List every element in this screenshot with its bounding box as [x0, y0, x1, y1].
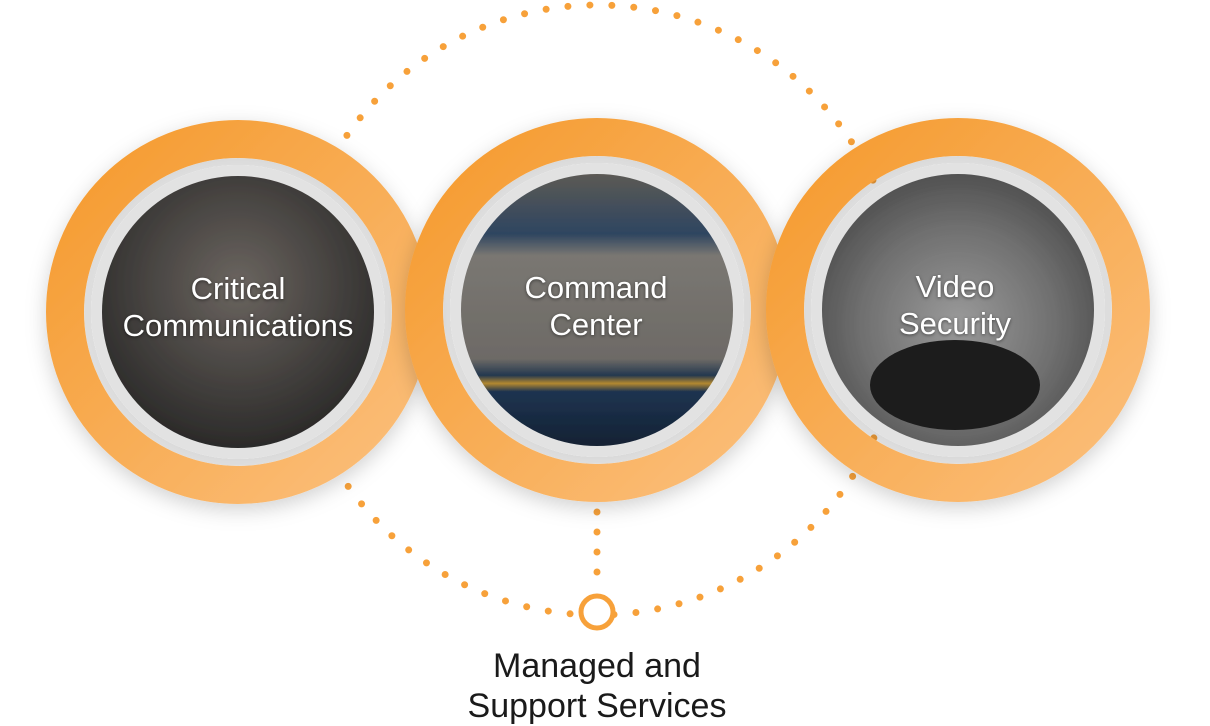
node-ring-video-security: [766, 118, 1150, 502]
label-line: Center: [549, 307, 643, 342]
node-label-critical-communications: Critical Communications: [88, 270, 388, 344]
label-line: Support Services: [467, 687, 727, 725]
label-line: Managed and: [493, 647, 701, 685]
label-line: Communications: [122, 308, 354, 343]
label-line: Security: [899, 306, 1011, 341]
hub-label: Managed and Support Services: [397, 646, 797, 726]
hub-node-icon: [578, 593, 616, 631]
label-line: Critical: [190, 271, 286, 306]
node-label-video-security: Video Security: [805, 268, 1105, 342]
node-ring-command-center: [405, 118, 789, 502]
photo-command-monitor: [461, 174, 733, 446]
label-line: Video: [915, 269, 995, 304]
label-line: Command: [524, 270, 668, 305]
node-label-command-center: Command Center: [446, 269, 746, 343]
photo-radio: [102, 176, 374, 448]
